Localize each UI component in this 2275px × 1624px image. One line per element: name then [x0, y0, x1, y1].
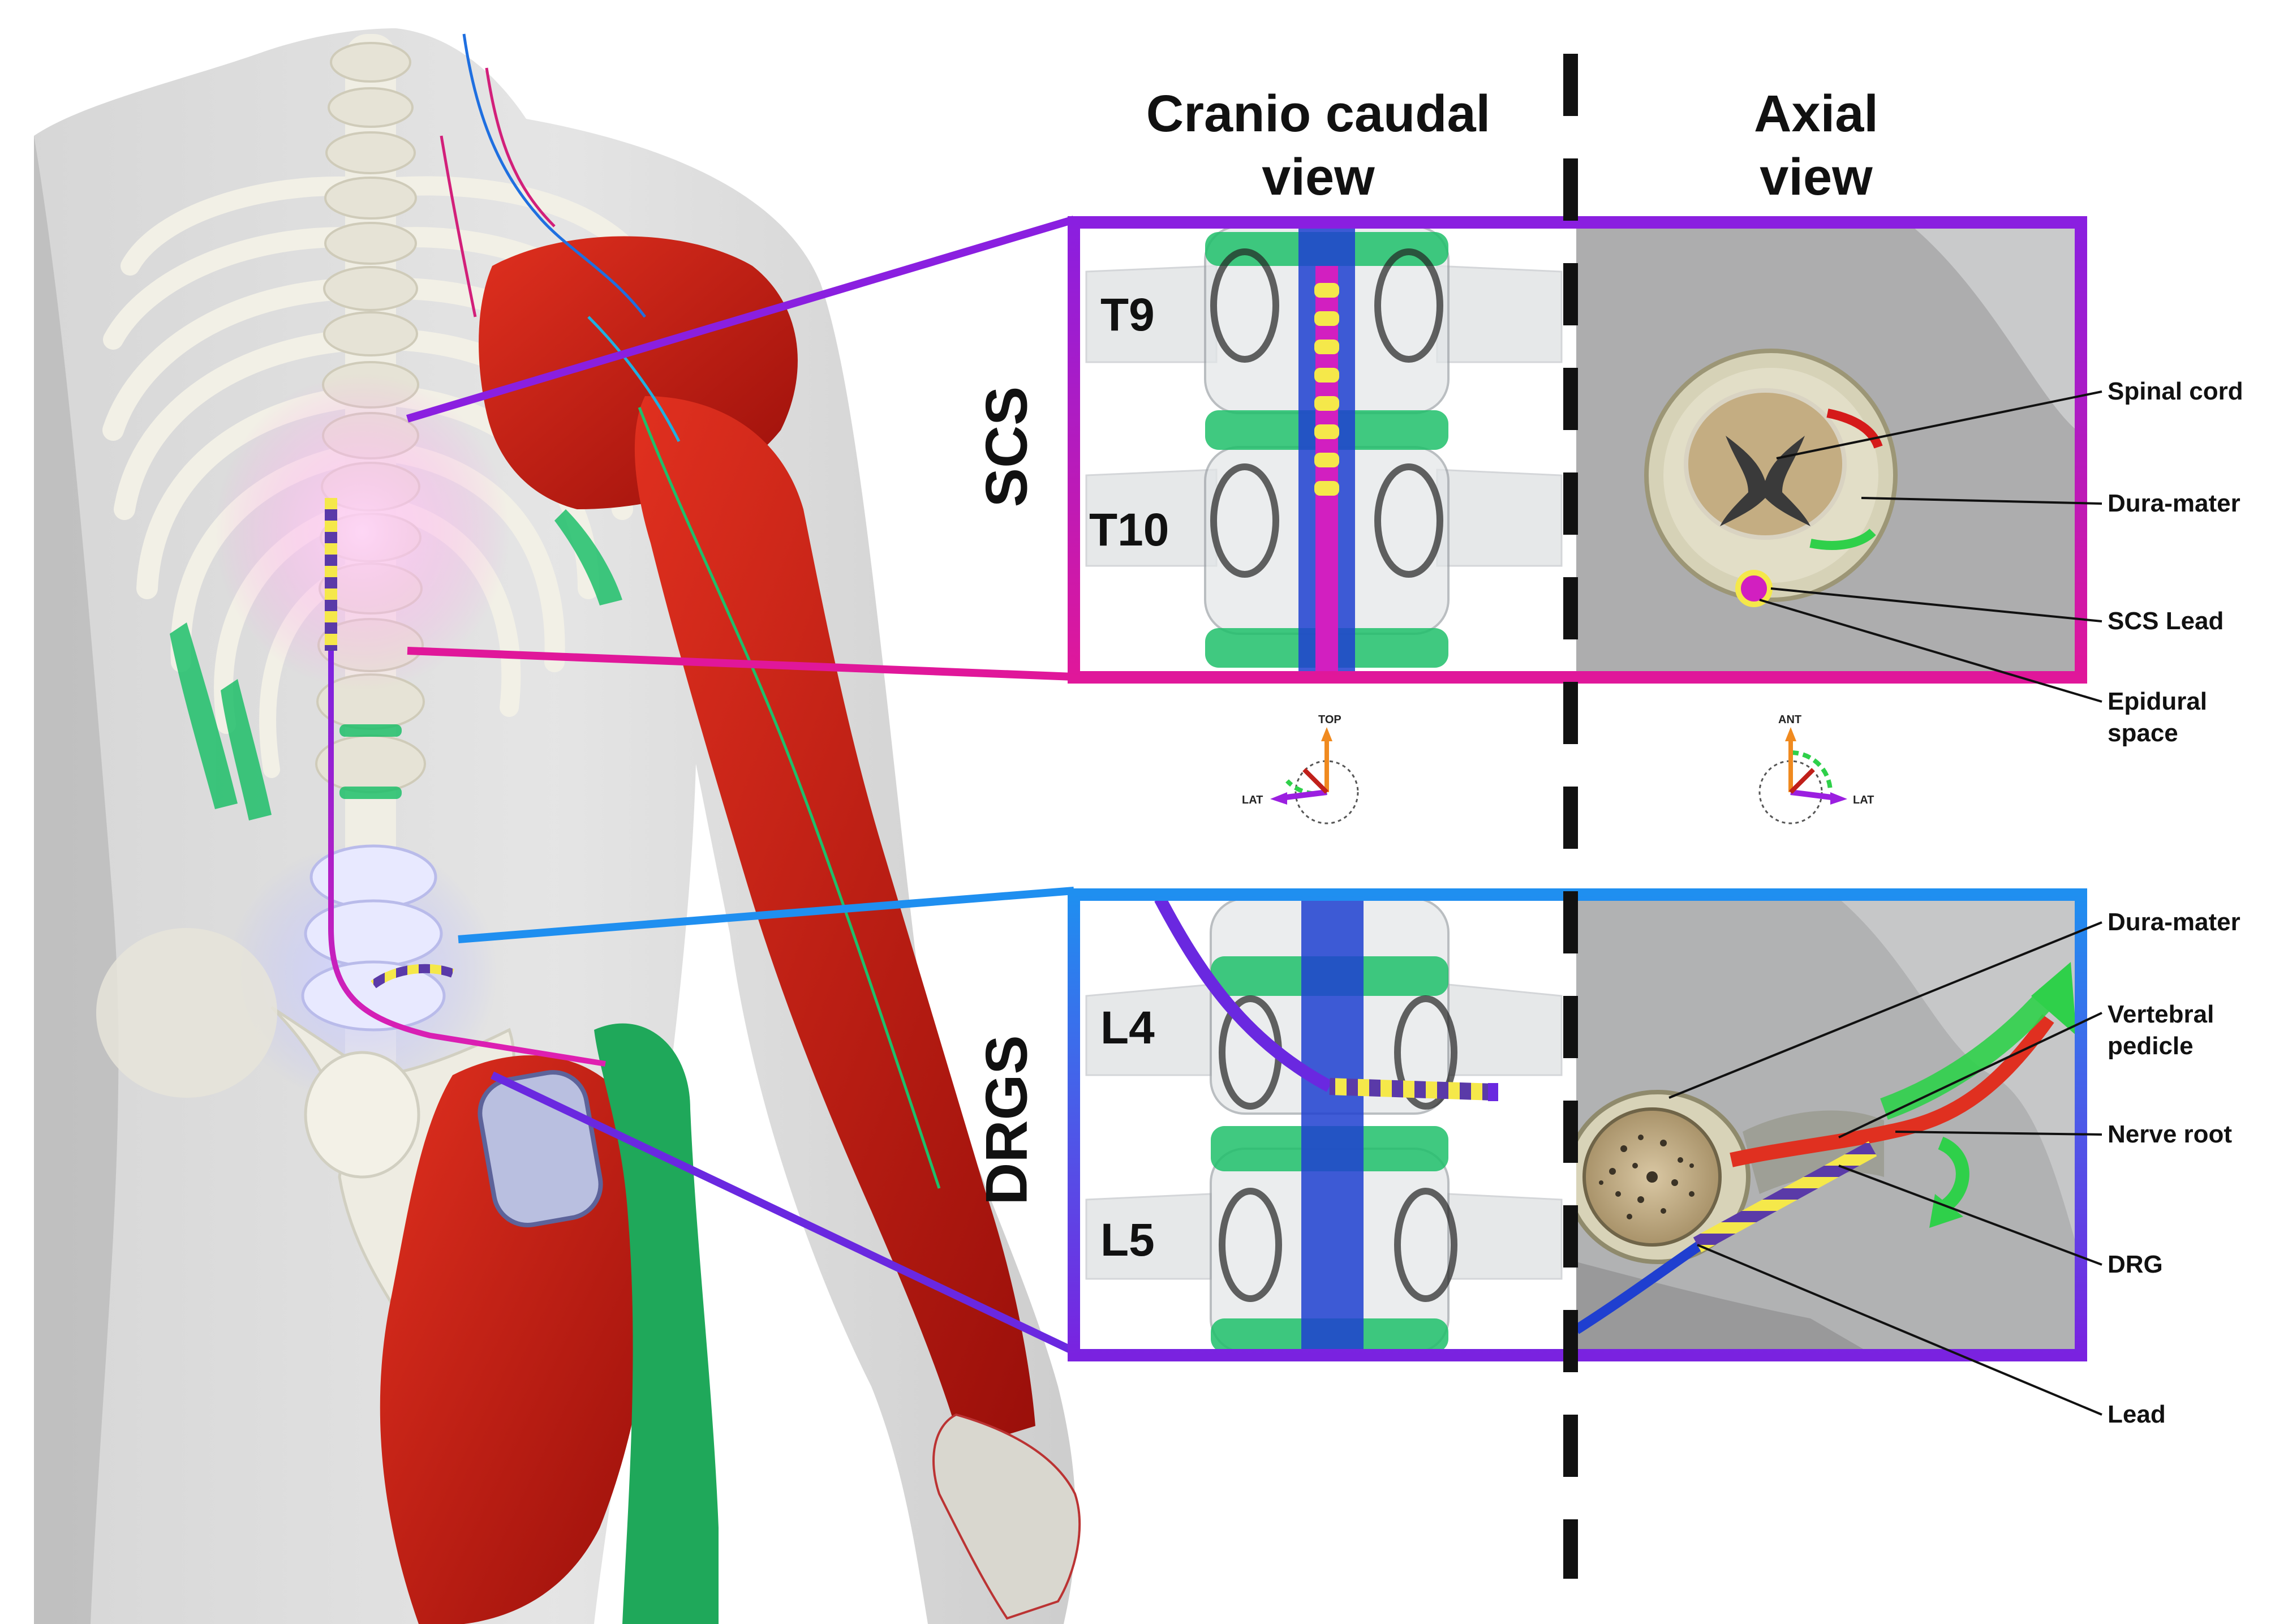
leader-scs-lead — [1770, 587, 2102, 622]
drgs-lead-body — [371, 964, 454, 989]
arm-muscles — [634, 396, 1035, 1449]
orientation-compass-cranio: TOP LAT — [1242, 714, 1359, 824]
leader-drg — [1838, 1165, 2102, 1266]
lumbar-vertebrae — [301, 844, 446, 1032]
scs-lead-cc — [1315, 266, 1338, 673]
label-dura-mater-drgs: Dura-mater — [2108, 908, 2240, 936]
iliac-crest-left — [96, 928, 277, 1098]
label-lead: Lead — [2108, 1400, 2166, 1428]
leader-vertebral-pedicle — [1838, 1012, 2102, 1138]
gluteus-medius-green — [594, 1023, 719, 1624]
anatomy-figure — [34, 28, 1081, 1624]
row-header-drgs: DRGS — [974, 1035, 1040, 1205]
label-vertebral-pedicle: Vertebral pedicle — [2108, 1000, 2214, 1060]
leader-dura-mater-drgs — [1668, 921, 2102, 1099]
connector-scs-top — [406, 216, 1076, 423]
drgs-lead-cc — [1329, 1078, 1494, 1101]
scs-lead-ax — [1735, 570, 1773, 607]
compass-cranio-side-label: LAT — [1242, 794, 1263, 806]
drgs-lead-wire-ax — [1576, 1235, 1711, 1334]
intercostal-muscles — [170, 509, 622, 820]
leader-lines — [1668, 390, 2102, 1416]
scs-lead-contacts — [1314, 283, 1339, 496]
label-drg: DRG — [2108, 1251, 2163, 1278]
scs-stimulation-glow — [215, 373, 509, 690]
leader-epidural-space — [1759, 599, 2102, 703]
column-header-cranio-caudal: Cranio caudal view — [1146, 85, 1491, 206]
connector-lines — [406, 216, 1076, 1355]
level-label-t10: T10 — [1089, 504, 1169, 556]
leader-dura-mater-scs — [1861, 497, 2102, 505]
compass-cranio-top-label: TOP — [1318, 714, 1341, 726]
label-nerve-root: Nerve root — [2108, 1120, 2233, 1148]
label-scs-lead: SCS Lead — [2108, 607, 2224, 635]
drgs-lead-wire-cc — [1154, 899, 1333, 1092]
scs-cranio-caudal-panel — [1078, 226, 1564, 673]
hand — [932, 1413, 1081, 1620]
gray-matter — [1720, 436, 1810, 526]
level-label-l4: L4 — [1100, 1002, 1155, 1054]
nerve-root — [1730, 1014, 2054, 1167]
drgs-axial-panel — [1576, 899, 2076, 1351]
scs-lead-body — [325, 498, 337, 651]
drgs-lead-ax — [1693, 1141, 1877, 1253]
connector-drgs-bottom — [490, 1071, 1076, 1355]
label-spinal-cord: Spinal cord — [2108, 377, 2243, 405]
leader-nerve-root — [1895, 1131, 2102, 1136]
spinal-canal-drgs-cc — [1301, 899, 1364, 1351]
row-header-scs: SCS — [974, 386, 1040, 508]
compass-axial-top-label: ANT — [1778, 714, 1801, 726]
nerves — [440, 33, 941, 1189]
level-label-t9: T9 — [1100, 289, 1155, 341]
label-dura-mater-scs: Dura-mater — [2108, 489, 2240, 517]
connector-scs-bottom — [407, 647, 1074, 681]
level-label-l5: L5 — [1100, 1214, 1155, 1266]
torso-left-shadow — [34, 136, 119, 1624]
sacrum — [304, 1051, 420, 1179]
column-header-axial: Axial view — [1754, 85, 1878, 206]
compass-axial-side-label: LAT — [1853, 794, 1874, 806]
drgs-cranio-caudal-panel — [1078, 899, 1564, 1351]
connector-drgs-top — [458, 887, 1074, 943]
lead-extension-wire — [328, 651, 606, 1067]
label-epidural-space: Epidural space — [2108, 688, 2208, 747]
scs-frame — [1068, 216, 2087, 684]
orientation-compass-axial: ANT LAT — [1758, 714, 1874, 824]
leader-spinal-cord — [1776, 390, 2102, 459]
spinal-cord-ax — [1684, 388, 1847, 540]
leader-lead — [1697, 1244, 2102, 1416]
scs-axial-panel — [1576, 226, 2076, 673]
